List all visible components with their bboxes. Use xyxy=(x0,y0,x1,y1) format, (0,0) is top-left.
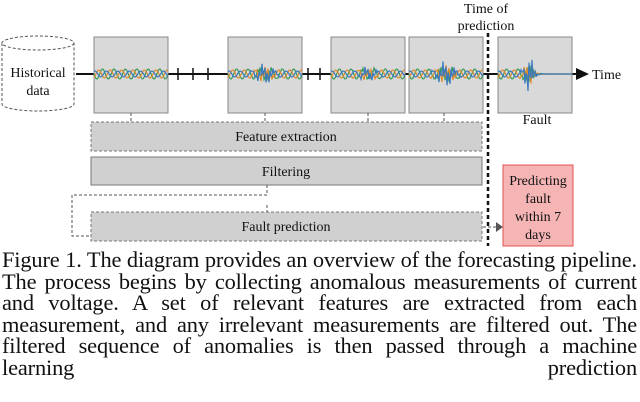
fault-panel xyxy=(497,36,573,114)
predicting-line4: days xyxy=(525,228,551,243)
predicting-line1: Predicting xyxy=(509,174,567,189)
timeline-arrowhead xyxy=(576,68,589,80)
measurement-panel-4 xyxy=(408,36,484,114)
prediction-output-arrow xyxy=(483,222,503,232)
feedback-connector xyxy=(71,185,268,237)
historical-label-line1: Historical xyxy=(10,66,65,81)
predicting-line3: within 7 xyxy=(515,210,561,225)
measurement-panel-3 xyxy=(330,36,406,114)
waveform-line xyxy=(330,66,406,82)
waveform-line xyxy=(227,63,303,83)
waveform-line xyxy=(227,66,303,82)
feature-extraction-label: Feature extraction xyxy=(235,130,336,145)
waveform-line xyxy=(408,65,484,83)
waveform-line xyxy=(93,70,169,78)
panel-connectors xyxy=(130,113,445,122)
filtering-bar xyxy=(90,156,483,186)
historical-data-cylinder xyxy=(1,35,75,112)
waveform-line xyxy=(408,61,484,86)
measurement-panel-1 xyxy=(93,36,169,114)
predicting-fault-box xyxy=(502,164,574,247)
time-label: Time xyxy=(592,68,621,83)
feature-extraction-bar xyxy=(90,121,483,152)
fault-prediction-bar xyxy=(90,211,483,242)
prediction-label-line2: prediction xyxy=(458,19,515,34)
prediction-label-line1: Time of xyxy=(464,2,509,17)
pipeline-diagram: Historical data Time Time of prediction … xyxy=(1,2,621,247)
measurement-panel-2 xyxy=(227,36,303,114)
fault-prediction-label: Fault prediction xyxy=(241,220,330,235)
waveform-line xyxy=(497,59,572,92)
figure-caption: Figure 1. The diagram provides an overvi… xyxy=(2,247,637,380)
predicting-line2: fault xyxy=(525,192,551,207)
fault-label: Fault xyxy=(523,113,552,128)
filtering-label: Filtering xyxy=(262,165,310,180)
historical-label-line2: data xyxy=(26,84,50,99)
timeline-ticks xyxy=(177,68,321,80)
